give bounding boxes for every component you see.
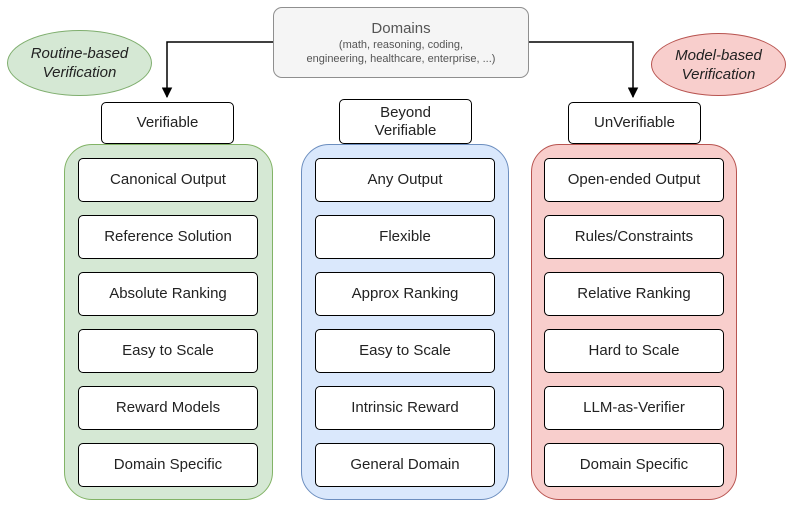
beyond-verifiable-item: Approx Ranking (315, 272, 495, 316)
verifiable-column (64, 144, 273, 500)
beyond-verifiable-item: Easy to Scale (315, 329, 495, 373)
verifiable-header-label: Verifiable (136, 114, 199, 131)
model-based-line1: Model-based (675, 46, 762, 64)
verifiable-item: Reward Models (78, 386, 258, 430)
model-based-verification-ellipse: Model-based Verification (651, 33, 786, 96)
beyond-verifiable-item: Flexible (315, 215, 495, 259)
unverifiable-header: UnVerifiable (568, 102, 701, 144)
model-based-line2: Verification (681, 65, 756, 83)
beyond-verifiable-column (301, 144, 509, 500)
unverifiable-item: Open-ended Output (544, 158, 724, 202)
verifiable-item: Easy to Scale (78, 329, 258, 373)
unverifiable-header-label: UnVerifiable (594, 114, 675, 131)
domains-box: Domains (math, reasoning, coding, engine… (273, 7, 529, 78)
routine-based-line1: Routine-based (30, 45, 129, 62)
routine-based-line2: Verification (42, 64, 117, 81)
verifiable-item: Domain Specific (78, 443, 258, 487)
verifiable-header: Verifiable (101, 102, 234, 144)
domains-title: Domains (371, 19, 431, 37)
routine-based-verification-ellipse: Routine-based Verification (7, 30, 152, 96)
domains-subtitle-line1: (math, reasoning, coding, (338, 38, 464, 51)
unverifiable-item: Rules/Constraints (544, 215, 724, 259)
unverifiable-item: Relative Ranking (544, 272, 724, 316)
unverifiable-item: LLM-as-Verifier (544, 386, 724, 430)
beyond-verifiable-item: Intrinsic Reward (315, 386, 495, 430)
beyond-verifiable-item: General Domain (315, 443, 495, 487)
arrow-to-verifiable (161, 41, 273, 99)
unverifiable-item: Hard to Scale (544, 329, 724, 373)
beyond-verifiable-header: Beyond Verifiable (339, 99, 472, 144)
beyond-verifiable-item: Any Output (315, 158, 495, 202)
verifiable-item: Absolute Ranking (78, 272, 258, 316)
beyond-verifiable-header-line1: Beyond (380, 103, 431, 121)
verifiable-item: Reference Solution (78, 215, 258, 259)
arrow-to-unverifiable (529, 41, 639, 99)
verifiable-item: Canonical Output (78, 158, 258, 202)
unverifiable-column (531, 144, 737, 500)
unverifiable-item: Domain Specific (544, 443, 724, 487)
beyond-verifiable-header-line2: Verifiable (374, 121, 437, 139)
domains-subtitle-line2: engineering, healthcare, enterprise, ...… (306, 52, 496, 65)
